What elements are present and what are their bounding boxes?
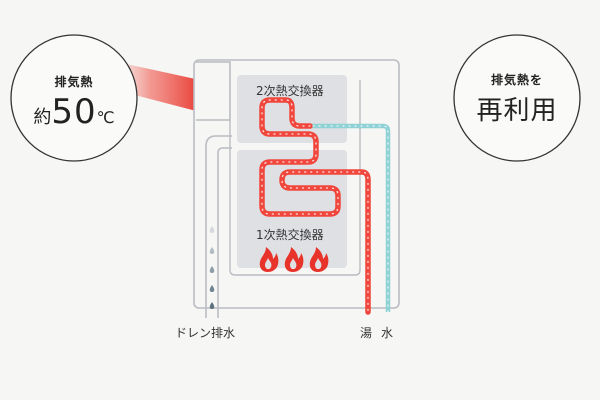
hot-water-label: 湯 (360, 326, 373, 340)
temp-unit: ℃ (96, 108, 115, 127)
water-drop-icon (209, 285, 215, 292)
exhaust-temp-value: 50 (51, 92, 97, 132)
drain-drops (209, 226, 215, 309)
cold-water-label: 水 (381, 326, 394, 340)
water-drop-icon (209, 226, 215, 233)
exhaust-caption: 排気熱 (54, 75, 94, 89)
heat-reuse-badge (453, 34, 581, 162)
cold-pipe-flow-dots (309, 125, 389, 313)
exhaust-outlet (196, 61, 231, 121)
burner-flames (259, 247, 329, 272)
heat-reuse-line1: 排気熱を (490, 73, 543, 87)
water-drop-icon (209, 266, 215, 273)
inner-wall (229, 80, 361, 276)
secondary-exchanger-label: 2次熱交換器 (256, 84, 324, 98)
heat-reuse-line2: 再利用 (476, 96, 558, 126)
drain-pipe (205, 135, 232, 318)
exhaust-temp-badge (10, 34, 138, 162)
flame-icon (309, 247, 329, 272)
exhaust-temp-text: 排気熱 約50℃ (14, 73, 134, 132)
heat-reuse-text: 排気熱を 再利用 (457, 71, 577, 127)
hot-pipe-flow-dots (261, 99, 369, 313)
approx-prefix: 約 (33, 107, 52, 128)
flame-icon (259, 247, 279, 272)
flame-icon (284, 247, 304, 272)
primary-exchanger-label: 1次熱交換器 (256, 228, 324, 242)
water-drop-icon (209, 302, 215, 309)
drain-label: ドレン排水 (175, 326, 236, 340)
water-drop-icon (209, 247, 215, 254)
